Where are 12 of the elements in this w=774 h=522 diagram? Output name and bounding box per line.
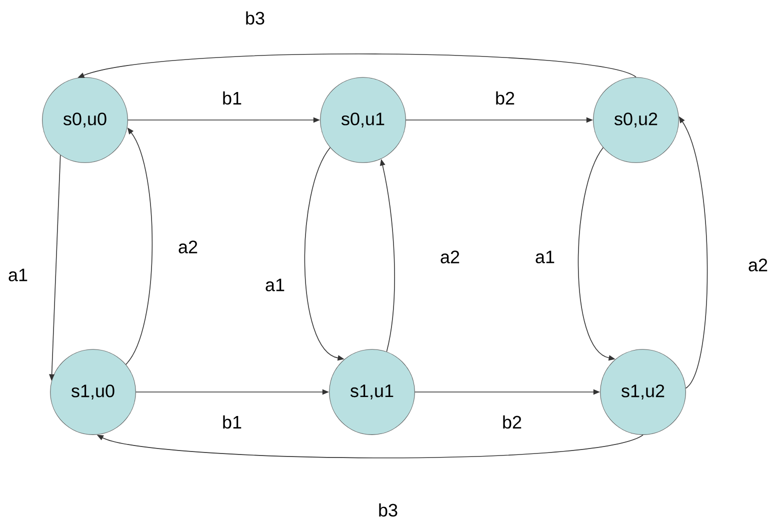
edge-label: a1 (264, 277, 286, 293)
edge-label: b3 (376, 502, 400, 518)
edge-label: a2 (176, 239, 200, 255)
edge-label: b2 (494, 90, 516, 106)
edge-label: b1 (220, 414, 244, 430)
edge-label: b1 (220, 90, 244, 106)
edge-label: a2 (746, 257, 770, 273)
edge-label: b2 (500, 414, 524, 430)
edge-label: a1 (534, 249, 556, 265)
edge-label: a1 (6, 267, 30, 283)
edge-label: b3 (244, 10, 266, 26)
edge-label: a2 (438, 249, 462, 265)
